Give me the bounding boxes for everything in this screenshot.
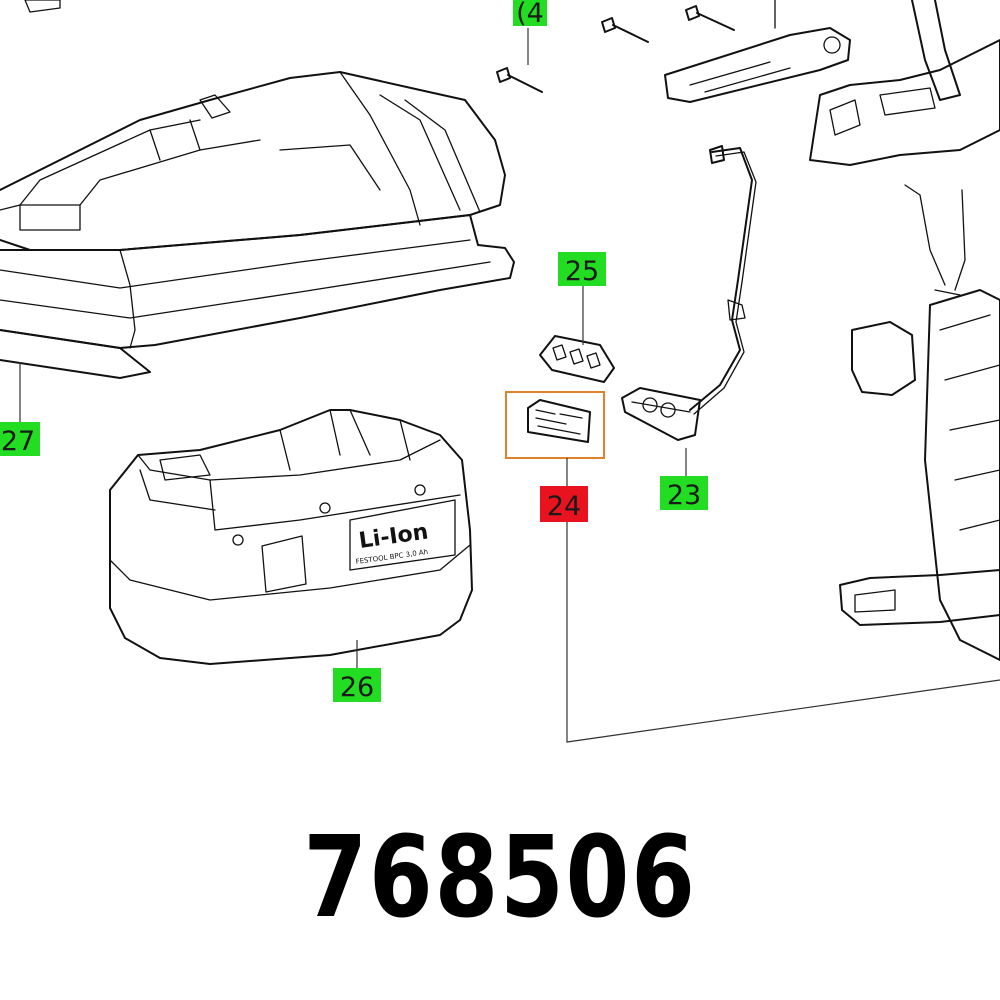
button-cap-drawing[interactable] (539, 335, 615, 383)
part-number: 768506 (303, 813, 697, 943)
screws-drawing[interactable] (24, 0, 735, 93)
leader-lines (19, 28, 1000, 743)
charger-drawing[interactable] (0, 71, 515, 379)
callout-27[interactable]: 27 (0, 422, 40, 457)
part-24-highlight-box (505, 391, 605, 459)
svg-text:25: 25 (565, 256, 599, 287)
battery-drawing[interactable]: Li-Ion FESTOOL BPC 3,0 Ah (109, 409, 473, 665)
svg-text:26: 26 (340, 672, 374, 703)
callout-26[interactable]: 26 (333, 668, 381, 703)
callout-24-selected[interactable]: 24 (540, 486, 588, 522)
cable-switch-drawing[interactable] (621, 145, 757, 441)
selected-part-24-drawing[interactable] (505, 391, 605, 459)
callout-23[interactable]: 23 (660, 476, 708, 511)
callout-4[interactable]: (4 (513, 0, 547, 29)
svg-text:27: 27 (1, 426, 35, 457)
svg-text:(4: (4 (516, 0, 544, 29)
svg-text:24: 24 (547, 491, 581, 522)
svg-text:23: 23 (667, 480, 701, 511)
switch-housing-drawing[interactable] (839, 184, 1000, 661)
handle-lever-drawing[interactable] (664, 0, 1000, 166)
callout-25[interactable]: 25 (558, 252, 606, 287)
